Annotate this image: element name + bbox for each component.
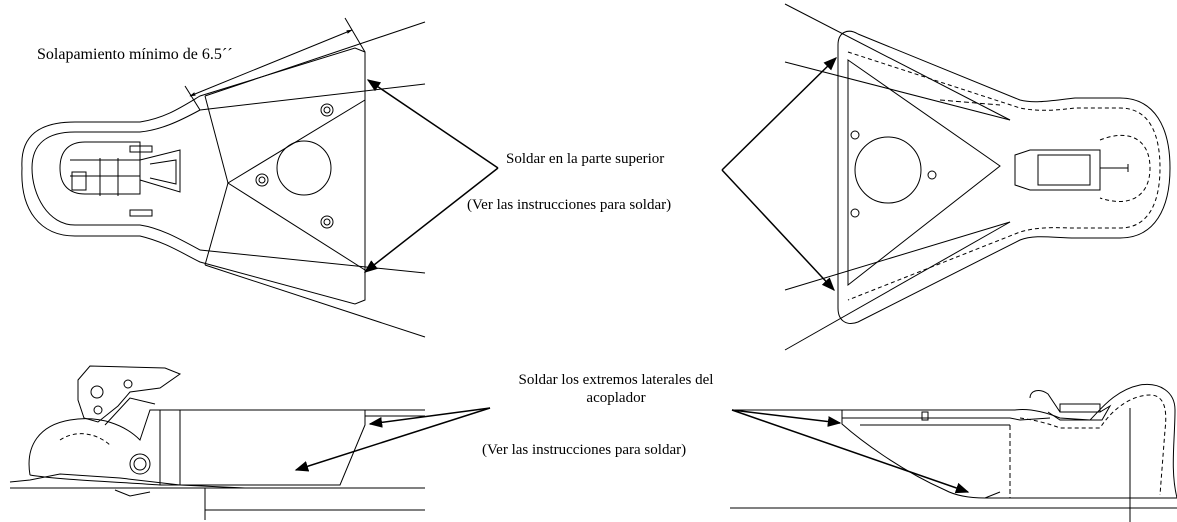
bottom-right-coupler-side-view	[730, 384, 1177, 522]
arrow-side-left-upper	[368, 408, 490, 428]
leader-arrows	[294, 57, 970, 494]
arrow-side-right-lower	[732, 410, 970, 494]
arrow-top-left-lower	[363, 168, 498, 273]
top-right-coupler-top-view	[785, 4, 1170, 350]
weld-side-label-line1: Soldar los extremos laterales del	[518, 372, 714, 388]
top-left-coupler-top-view	[22, 18, 425, 337]
bottom-left-coupler-side-view	[10, 366, 425, 520]
arrow-top-right-upper	[722, 57, 837, 170]
arrow-side-left-lower	[294, 408, 490, 472]
arrow-side-right-upper	[732, 410, 842, 427]
overlap-dimension-label: Solapamiento mínimo de 6.5´´	[35, 45, 235, 65]
weld-side-label: Soldar los extremos laterales del acopla…	[486, 371, 746, 407]
weld-top-instructions-label: (Ver las instrucciones para soldar)	[467, 197, 672, 213]
weld-top-label: Soldar en la parte superior	[506, 151, 665, 167]
arrow-top-right-lower	[722, 170, 835, 291]
arrow-top-left-upper	[366, 79, 498, 168]
weld-side-instructions-label: (Ver las instrucciones para soldar)	[482, 442, 687, 458]
weld-side-label-line2: acoplador	[586, 390, 646, 406]
